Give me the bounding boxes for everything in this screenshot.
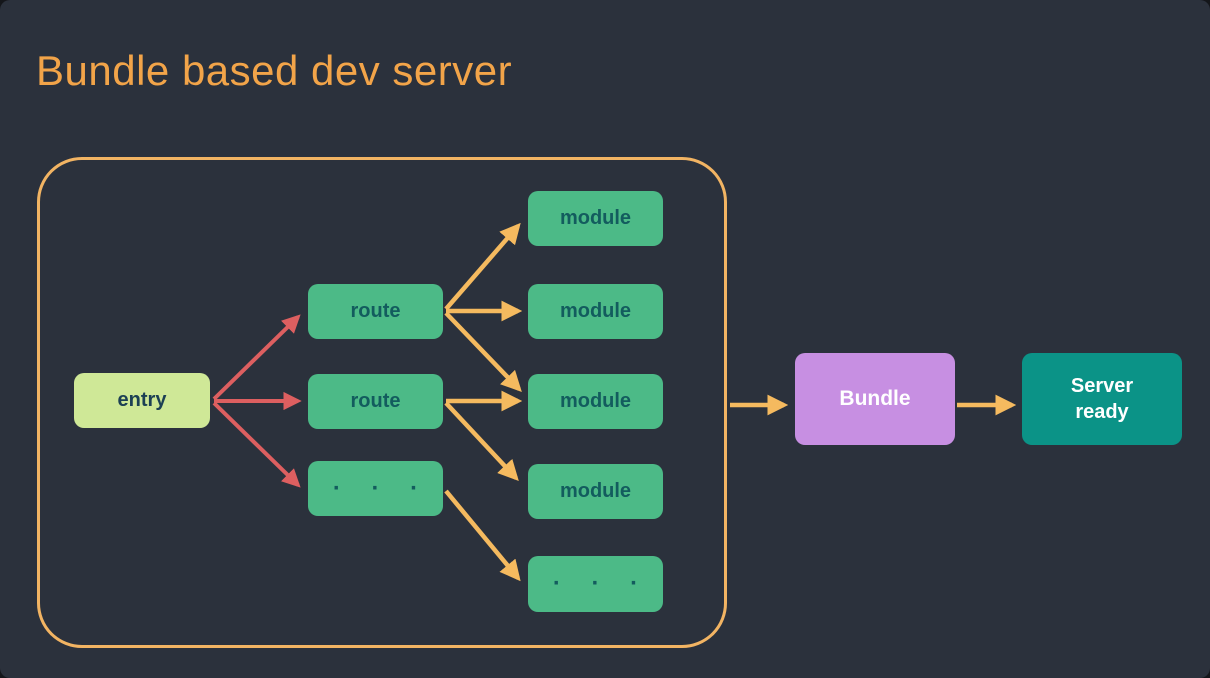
node-entry: entry: [74, 373, 210, 428]
bundle-scope-box: [37, 157, 727, 648]
node-bundle: Bundle: [795, 353, 955, 445]
server-ready-line1: Server: [1070, 375, 1134, 397]
diagram-title: Bundle based dev server: [36, 47, 513, 94]
node-route-1: route: [308, 284, 443, 339]
server-ready-line2: ready: [1075, 401, 1129, 423]
node-module-1: module: [528, 191, 663, 246]
node-module-3: module: [528, 374, 663, 429]
node-server-ready: Server ready: [1022, 353, 1182, 445]
node-module-2: module: [528, 284, 663, 339]
node-routes-ellipsis: · · ·: [308, 461, 443, 516]
node-modules-ellipsis: · · ·: [528, 556, 663, 612]
node-route-2: route: [308, 374, 443, 429]
node-module-4: module: [528, 464, 663, 519]
